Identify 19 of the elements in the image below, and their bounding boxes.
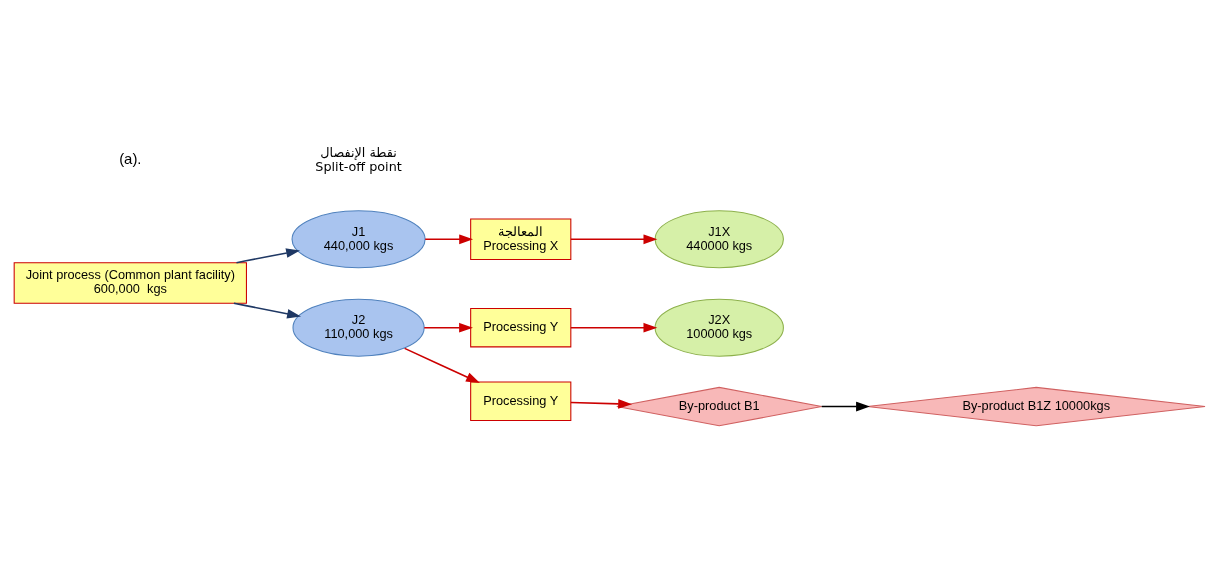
arrow <box>403 347 480 383</box>
arrow <box>570 234 658 245</box>
arrow <box>570 399 633 409</box>
label: نقطة الإنفصال <box>320 144 397 160</box>
arrow <box>233 302 301 319</box>
node-ellipse: J2X 100000 kgs <box>654 298 784 357</box>
node-ellipse: J1 440,000 kgs <box>291 210 426 269</box>
node-ellipse: J2 110,000 kgs <box>292 298 425 357</box>
arrow <box>424 234 474 245</box>
arrow <box>423 322 473 333</box>
node-box: Processing Y <box>470 381 572 421</box>
node-box: Processing Y <box>470 308 572 348</box>
label: Split-off point <box>315 158 402 174</box>
arrow <box>570 322 658 333</box>
arrow <box>235 248 301 264</box>
arrow <box>820 401 870 412</box>
node-box: Joint process (Common plant facility) 600,000 kgs <box>13 262 247 304</box>
node-ellipse: J1X 440000 kgs <box>654 210 784 269</box>
label: (a). <box>119 151 142 168</box>
